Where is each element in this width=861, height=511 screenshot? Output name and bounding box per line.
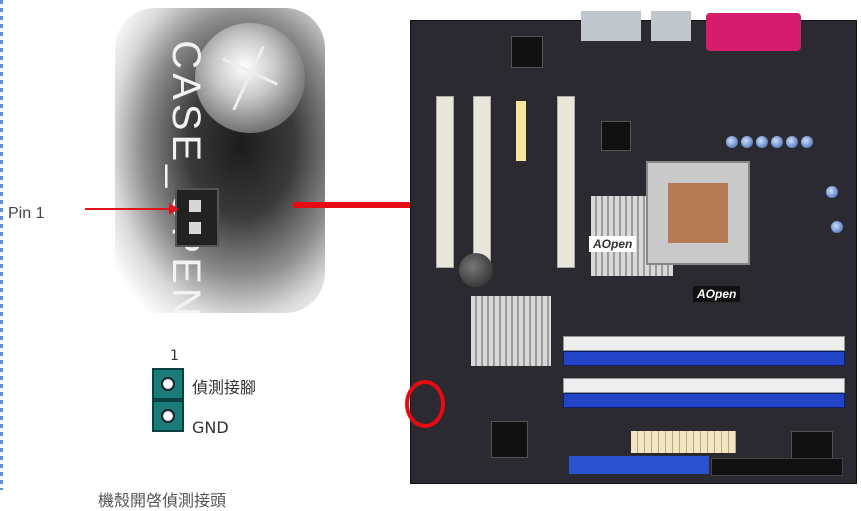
connector-location-circle <box>405 380 445 428</box>
silkscreen-text: CASE_OPEN <box>163 40 208 313</box>
motherboard-image: AOpen AOpen <box>410 11 857 484</box>
legend-pin-1 <box>152 368 184 400</box>
floppy-connector <box>711 458 843 476</box>
header-pin-1 <box>189 200 201 212</box>
legend-pin2-label: GND <box>192 418 229 437</box>
zoomed-connector-photo: CASE_OPEN <box>115 8 325 313</box>
pin-1-arrow <box>85 203 179 215</box>
figure-caption: 機殼開啓偵測接頭 <box>98 491 227 510</box>
cmos-battery <box>459 253 493 287</box>
location-arrow-horizontal <box>293 202 427 208</box>
aopen-logo-1: AOpen <box>589 236 637 252</box>
io-lan <box>651 11 691 41</box>
atx-power-connector <box>631 431 736 453</box>
southbridge-heatsink <box>471 296 551 366</box>
case-open-header <box>175 188 219 247</box>
parallel-port <box>706 13 801 51</box>
ide-connector <box>569 456 709 474</box>
cpu-socket <box>646 161 750 265</box>
legend-pin-2 <box>152 400 184 432</box>
legend-pin-number: 1 <box>170 348 179 364</box>
io-usb <box>581 11 641 41</box>
page-border-dots <box>0 0 4 490</box>
legend-pin1-label: 偵測接腳 <box>192 378 257 397</box>
pin-1-label: Pin 1 <box>8 205 45 222</box>
header-pin-2 <box>189 222 201 234</box>
aopen-logo-2: AOpen <box>693 286 741 302</box>
